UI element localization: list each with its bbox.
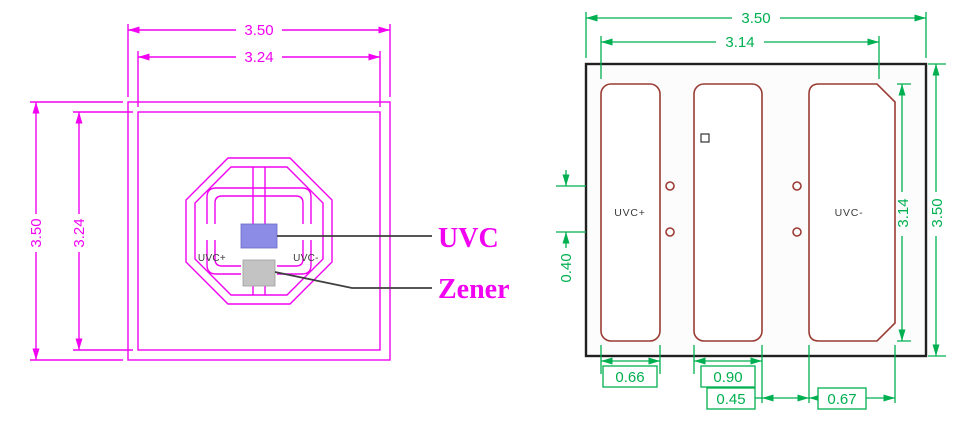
dim-label-3_24-side-left-view: 3.24 bbox=[71, 218, 88, 247]
callout-leaders bbox=[274, 235, 432, 289]
dim-via-spacing: 0.40 bbox=[556, 170, 586, 283]
package-outline-top bbox=[127, 101, 391, 361]
bottom-view-cathode-label: UVC- bbox=[835, 207, 864, 219]
package-inner-outline-top bbox=[137, 111, 381, 351]
dim-label-0_66: 0.66 bbox=[615, 369, 644, 386]
dim-label-3_24-top-left-view: 3.24 bbox=[244, 49, 273, 66]
top-view-cathode-label: UVC- bbox=[293, 253, 319, 264]
bottom-view-anode-label: UVC+ bbox=[614, 207, 646, 219]
zener-die bbox=[242, 259, 276, 287]
pad-cathode bbox=[808, 83, 896, 342]
dim-top-width-inner: 3.24 bbox=[137, 49, 381, 107]
dim-pad-left-width: 0.66 bbox=[600, 345, 661, 388]
dim-label-3_50-side-left-view: 3.50 bbox=[28, 218, 45, 247]
top-view: UVC+ UVC- 3.50 3.24 3.50 3.24 bbox=[28, 22, 510, 361]
dim-label-0_40: 0.40 bbox=[558, 253, 575, 282]
pad-center bbox=[693, 83, 763, 342]
dim-label-3_14-top-right-view: 3.14 bbox=[725, 34, 754, 51]
dim-label-0_67: 0.67 bbox=[827, 391, 856, 408]
dim-pad-gap: 0.45 bbox=[706, 345, 810, 410]
dim-label-3_50-top-right-view: 3.50 bbox=[741, 10, 770, 27]
dim-pad-center-width: 0.90 bbox=[693, 345, 763, 403]
via-marks bbox=[665, 181, 802, 237]
dim-bottom-view-width-inner: 3.14 bbox=[600, 34, 880, 79]
uvc-die bbox=[240, 223, 278, 249]
dim-label-3_14-side-right-view: 3.14 bbox=[895, 198, 912, 227]
dim-pad-right-width: 0.67 bbox=[809, 345, 896, 410]
dim-bottom-view-height-inner: 3.14 bbox=[895, 83, 912, 342]
polarity-mark bbox=[700, 133, 710, 143]
dim-left-height-outer: 3.50 bbox=[28, 101, 123, 361]
top-view-anode-label: UVC+ bbox=[198, 253, 226, 264]
dim-bottom-view-width-outer: 3.50 bbox=[585, 10, 927, 58]
dim-bottom-view-height-outer: 3.50 bbox=[928, 63, 946, 357]
dim-label-0_45: 0.45 bbox=[716, 391, 745, 408]
dim-label-3_50-side-right-view: 3.50 bbox=[929, 198, 946, 227]
electrode-ring bbox=[185, 157, 333, 305]
uvc-callout-label: UVC bbox=[438, 223, 499, 254]
dim-left-height-inner: 3.24 bbox=[71, 111, 133, 351]
electrode-traces bbox=[206, 167, 312, 295]
bottom-view: UVC+ UVC- 3.50 3.14 3.14 3.50 bbox=[556, 10, 946, 410]
pad-anode bbox=[600, 83, 661, 342]
zener-callout-label: Zener bbox=[438, 274, 510, 305]
dim-top-width-outer: 3.50 bbox=[127, 22, 391, 97]
dim-label-0_90: 0.90 bbox=[713, 369, 742, 386]
dim-label-3_50-top-left-view: 3.50 bbox=[244, 22, 273, 39]
